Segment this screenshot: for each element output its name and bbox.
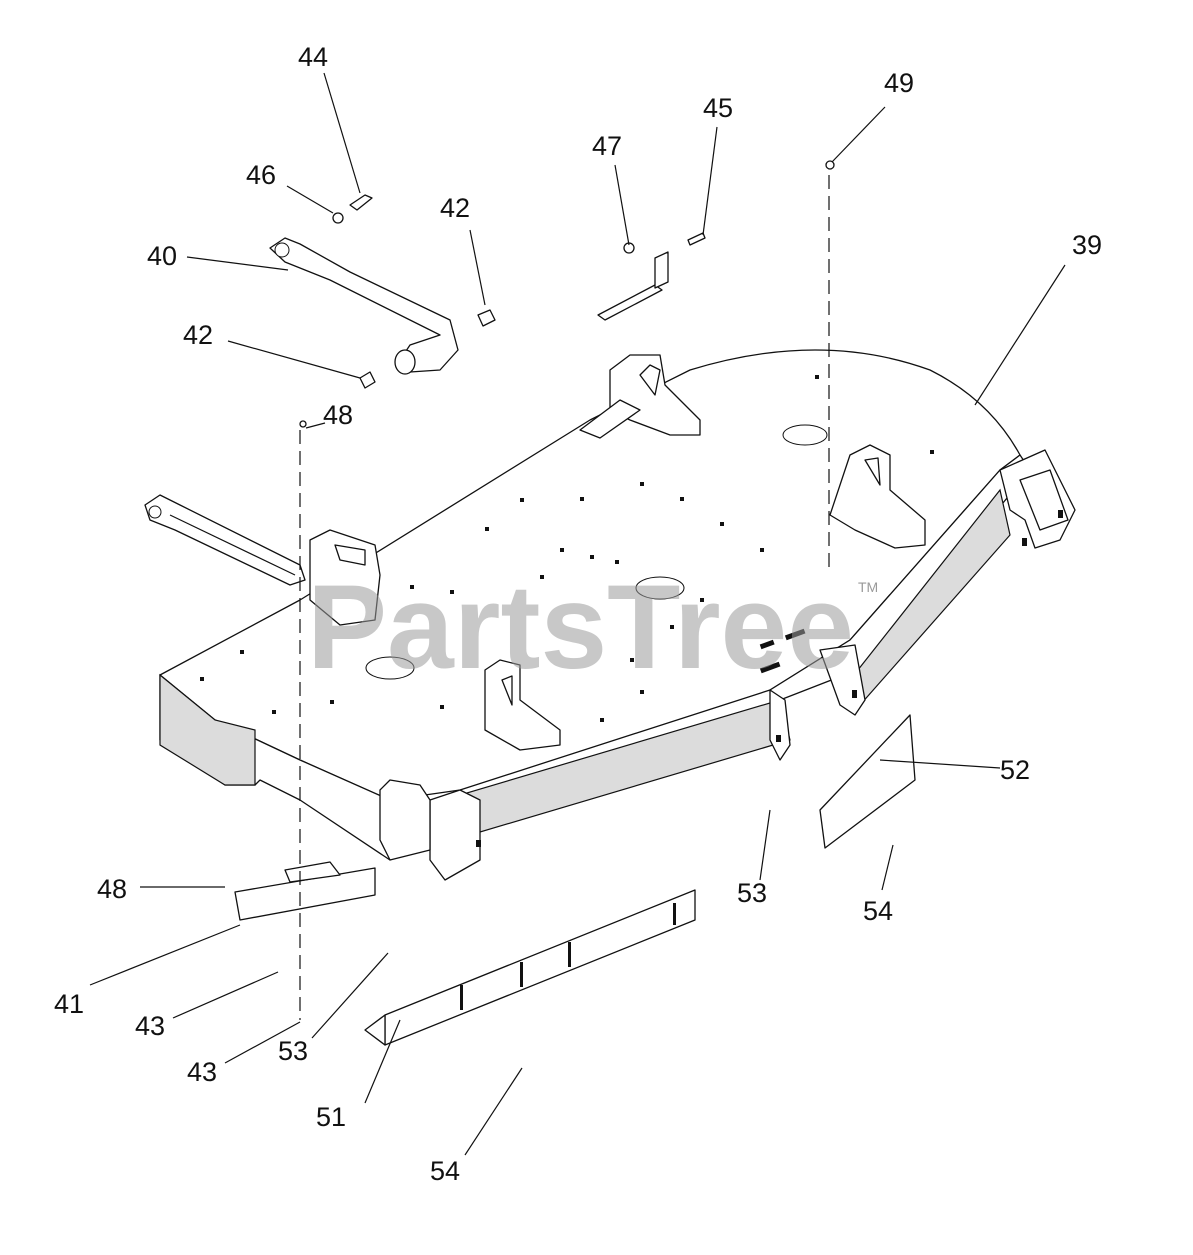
callout-41: 41 (54, 989, 84, 1019)
hardware-pins-bolts (299, 160, 835, 428)
callout-42-lower: 42 (183, 320, 213, 350)
spindle-bracket-left (309, 529, 381, 626)
lift-arm-part-40 (269, 237, 459, 375)
leader-lines (89, 72, 1066, 1156)
spindle-bracket-front (484, 659, 561, 751)
callout-49: 49 (884, 68, 914, 98)
spindle-bracket-rear (579, 354, 701, 439)
callout-53-right: 53 (737, 878, 767, 908)
callout-43-upper: 43 (135, 1011, 165, 1041)
callout-48-upper: 48 (323, 400, 353, 430)
watermark: PartsTree (307, 560, 854, 694)
front-rail-right (819, 449, 1076, 716)
callout-45: 45 (703, 93, 733, 123)
callout-54-bottom: 54 (430, 1156, 460, 1186)
callout-51: 51 (316, 1102, 346, 1132)
callout-53-left: 53 (278, 1036, 308, 1066)
callout-43-lower: 43 (187, 1057, 217, 1087)
deck-fastener-holes (200, 375, 934, 722)
callout-40: 40 (147, 241, 177, 271)
baffle-part-51 (364, 889, 696, 1046)
callout-47: 47 (592, 131, 622, 161)
callout-44: 44 (298, 42, 328, 72)
callout-54-right: 54 (863, 896, 893, 926)
mower-deck (159, 349, 1031, 861)
callout-46: 46 (246, 160, 276, 190)
callout-52: 52 (1000, 755, 1030, 785)
callout-48-lower: 48 (97, 874, 127, 904)
lift-arm-installed (144, 494, 306, 586)
callout-42-upper: 42 (440, 193, 470, 223)
baffle-part-52 (819, 714, 916, 849)
baffle-part-41 (234, 861, 376, 921)
deck-slots (759, 628, 806, 674)
callout-39: 39 (1072, 230, 1102, 260)
watermark-trademark: TM (858, 579, 878, 595)
front-rail-center (379, 689, 791, 881)
spindle-bracket-right (829, 444, 926, 549)
